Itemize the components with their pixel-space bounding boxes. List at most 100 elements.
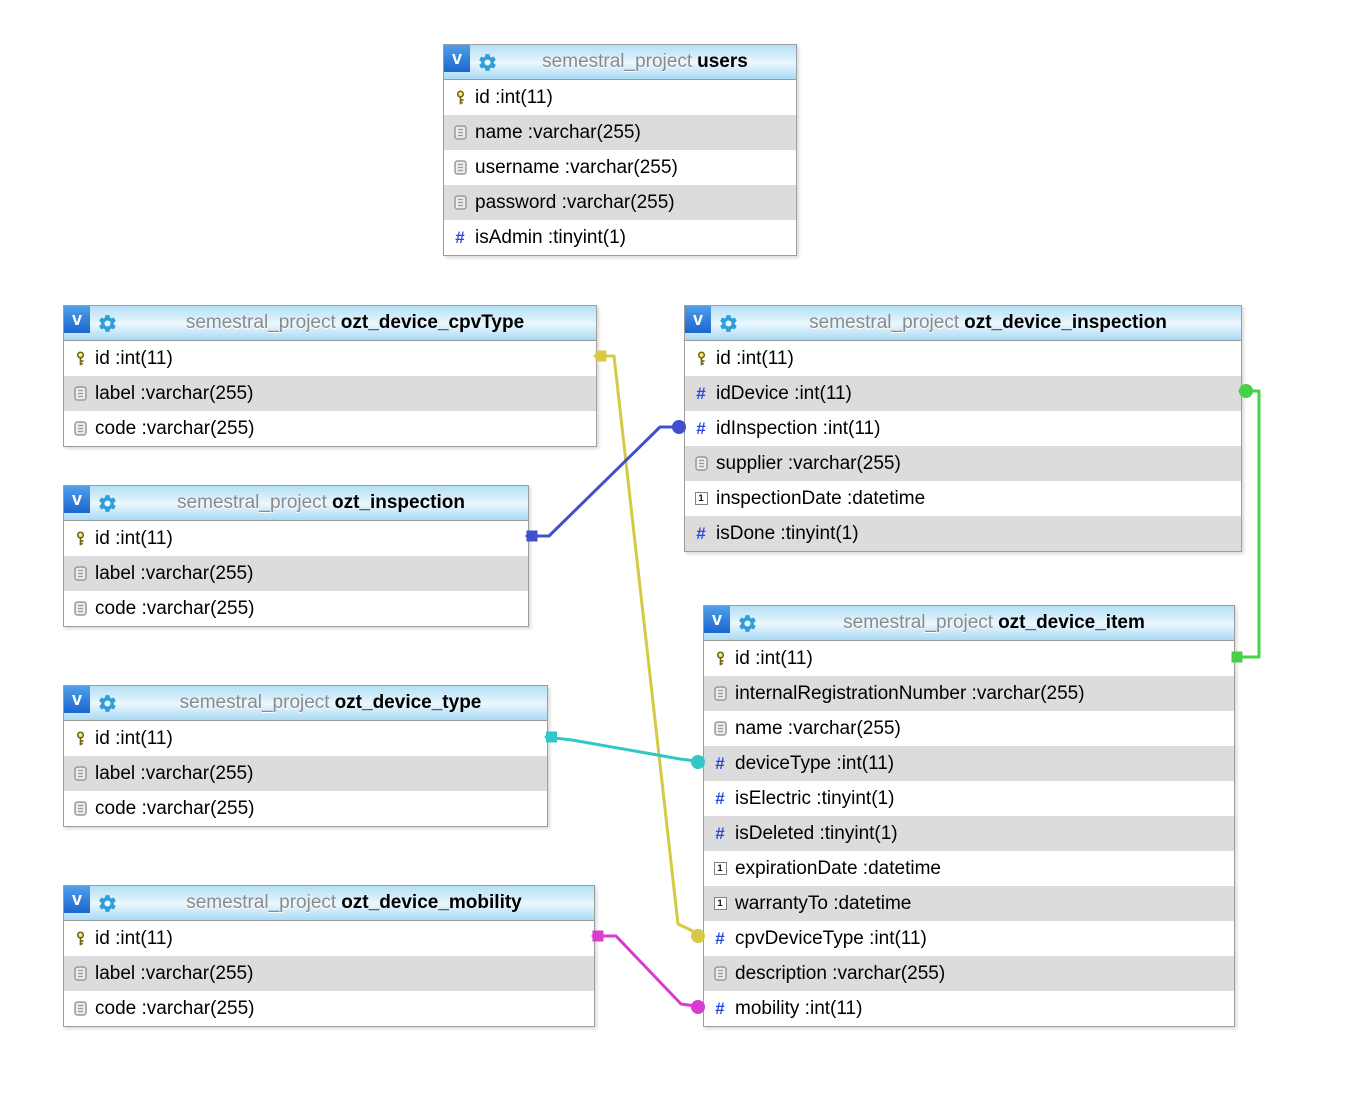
column-row[interactable]: # isDeletedtinyint(1)	[704, 816, 1234, 851]
column-row[interactable]: passwordvarchar(255)	[444, 185, 796, 220]
column-row[interactable]: idint(11)	[64, 341, 596, 376]
column-row[interactable]: codevarchar(255)	[64, 991, 594, 1026]
column-row[interactable]: labelvarchar(255)	[64, 956, 594, 991]
relation-target-marker	[691, 1000, 705, 1014]
column-row[interactable]: 1 warrantyTodatetime	[704, 886, 1234, 921]
numeric-column-icon: #	[455, 228, 465, 247]
column-row[interactable]: namevarchar(255)	[704, 711, 1234, 746]
column-row[interactable]: # mobilityint(11)	[704, 991, 1234, 1026]
toggle-columns-button[interactable]: v	[685, 306, 711, 333]
column-row[interactable]: # idInspectionint(11)	[685, 411, 1241, 446]
table-options-icon[interactable]	[737, 613, 758, 634]
database-name: semestral_project	[809, 312, 960, 333]
relation-line-mobility-to-deviceitem[interactable]	[591, 934, 705, 1009]
toggle-columns-button[interactable]: v	[64, 306, 90, 333]
numeric-column-icon: #	[715, 929, 725, 948]
text-column-icon	[709, 966, 731, 981]
text-column-icon	[449, 125, 471, 140]
column-row[interactable]: idint(11)	[64, 521, 528, 556]
relation-source-marker	[595, 350, 607, 362]
column-row[interactable]: namevarchar(255)	[444, 115, 796, 150]
table-options-icon[interactable]	[97, 893, 118, 914]
column-row[interactable]: # isDonetinyint(1)	[685, 516, 1241, 551]
column-row[interactable]: descriptionvarchar(255)	[704, 956, 1234, 991]
toggle-columns-button[interactable]: v	[704, 606, 730, 633]
text-column-icon	[69, 966, 91, 981]
database-name: semestral_project	[185, 312, 336, 333]
column-row[interactable]: labelvarchar(255)	[64, 556, 528, 591]
toggle-columns-button[interactable]: v	[64, 886, 90, 913]
relation-source-marker	[1231, 651, 1243, 663]
database-name: semestral_project	[177, 492, 327, 513]
text-column-icon	[69, 766, 91, 781]
column-row[interactable]: idint(11)	[685, 341, 1241, 376]
text-column-icon	[690, 456, 712, 471]
column-row[interactable]: codevarchar(255)	[64, 411, 596, 446]
column-row[interactable]: labelvarchar(255)	[64, 756, 547, 791]
primary-key-icon	[69, 530, 91, 547]
text-column-icon	[449, 195, 471, 210]
table-name: ozt_device_mobility	[341, 892, 522, 913]
table-options-icon[interactable]	[97, 313, 118, 334]
column-row[interactable]: 1 inspectionDatedatetime	[685, 481, 1241, 516]
numeric-column-icon: #	[696, 419, 706, 438]
database-name: semestral_project	[186, 892, 337, 913]
column-row[interactable]: codevarchar(255)	[64, 791, 547, 826]
column-row[interactable]: idint(11)	[704, 641, 1234, 676]
relation-line-inspection-to-deviceinspection[interactable]	[525, 425, 686, 538]
toggle-columns-button[interactable]: v	[64, 486, 90, 513]
relation-source-marker	[592, 930, 604, 942]
numeric-column-icon: #	[715, 754, 725, 773]
column-row[interactable]: codevarchar(255)	[64, 591, 528, 626]
numeric-column-icon: #	[715, 824, 725, 843]
numeric-column-icon: #	[715, 789, 725, 808]
column-row[interactable]: labelvarchar(255)	[64, 376, 596, 411]
column-row[interactable]: 1 expirationDatedatetime	[704, 851, 1234, 886]
column-row[interactable]: usernamevarchar(255)	[444, 150, 796, 185]
column-row[interactable]: # isAdmintinyint(1)	[444, 220, 796, 255]
table-name: ozt_inspection	[331, 492, 465, 513]
column-row[interactable]: internalRegistrationNumbervarchar(255)	[704, 676, 1234, 711]
toggle-columns-button[interactable]: v	[64, 686, 90, 713]
table-name: ozt_device_inspection	[964, 312, 1167, 333]
table-options-icon[interactable]	[97, 493, 118, 514]
column-row[interactable]: suppliervarchar(255)	[685, 446, 1241, 481]
table-options-icon[interactable]	[97, 693, 118, 714]
column-row[interactable]: # isElectrictinyint(1)	[704, 781, 1234, 816]
relation-line-cpvtype-to-deviceitem[interactable]	[593, 354, 705, 938]
table-options-icon[interactable]	[477, 52, 498, 73]
relation-line-devicetype-to-deviceitem[interactable]	[544, 735, 705, 764]
toggle-columns-button[interactable]: v	[444, 45, 470, 72]
column-row[interactable]: # cpvDeviceTypeint(11)	[704, 921, 1234, 956]
relation-target-marker	[1239, 384, 1253, 398]
database-name: semestral_project	[542, 51, 693, 72]
column-row[interactable]: # deviceTypeint(11)	[704, 746, 1234, 781]
relation-target-marker	[672, 420, 686, 434]
table-options-icon[interactable]	[718, 313, 739, 334]
text-column-icon	[69, 601, 91, 616]
column-row[interactable]: idint(11)	[444, 80, 796, 115]
column-row[interactable]: idint(11)	[64, 921, 594, 956]
column-row[interactable]: idint(11)	[64, 721, 547, 756]
numeric-column-icon: #	[715, 999, 725, 1018]
column-row[interactable]: # idDeviceint(11)	[685, 376, 1241, 411]
relation-line-deviceitem-to-deviceinspection[interactable]	[1231, 389, 1261, 659]
